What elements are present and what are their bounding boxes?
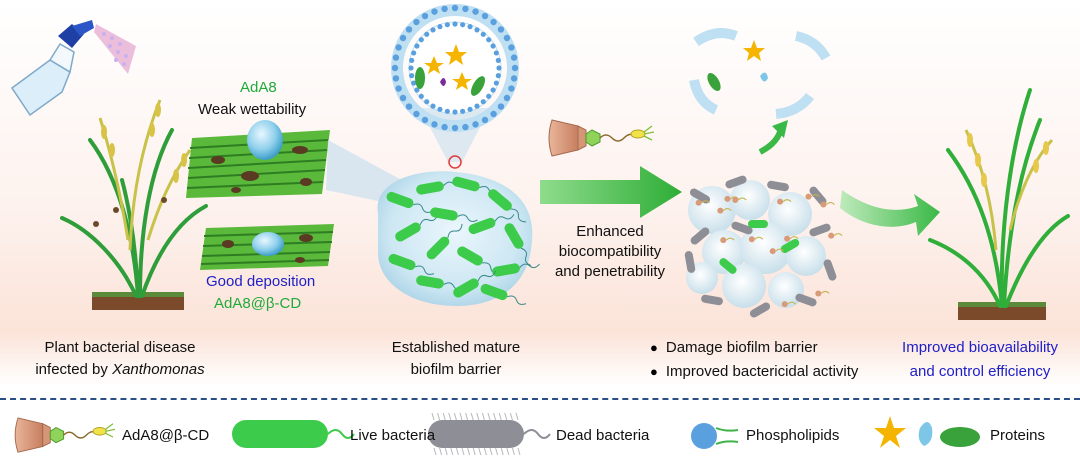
bioavailability-label-2: and control efficiency — [910, 362, 1051, 382]
damage-biofilm-label: Damage biofilm barrier — [650, 338, 818, 358]
enhanced-label-1: Enhanced — [576, 222, 644, 242]
membrane-fragments — [694, 33, 826, 114]
liposome-icon — [392, 5, 518, 131]
biofilm-label-2: biofilm barrier — [411, 360, 502, 380]
biofilm-icon — [377, 171, 540, 308]
legend-divider — [0, 398, 1080, 400]
good-deposition-label: Good deposition — [206, 272, 315, 292]
adA8-title: AdA8 — [240, 78, 277, 98]
dead-bacteria-icon — [428, 413, 550, 455]
leaf-bottom — [200, 224, 334, 270]
live-bacteria-icon — [232, 420, 354, 448]
arrow-icon — [840, 190, 940, 236]
plant-disease-label-1: Plant bacterial disease — [45, 338, 196, 358]
bioavailability-label-1: Improved bioavailability — [902, 338, 1058, 358]
rice-plant-icon — [62, 100, 206, 310]
dead-bacterium — [794, 292, 817, 307]
adA8-bcd-label: AdA8@β-CD — [214, 294, 301, 314]
legend-phospholipids-label: Phospholipids — [746, 426, 839, 446]
legend-dead-bacteria-label: Dead bacteria — [556, 426, 649, 446]
dead-bacterium — [700, 294, 723, 306]
cyclodextrin-icon — [549, 120, 654, 156]
disrupted-biofilm — [684, 174, 842, 318]
protein-icons — [874, 416, 980, 448]
dead-bacterium — [808, 222, 831, 237]
water-droplet-icon — [252, 232, 284, 256]
biofilm-label-1: Established mature — [392, 338, 520, 358]
plant-disease-label-2: infected by Xanthomonas — [35, 360, 204, 380]
live-bacterium — [748, 220, 768, 228]
dead-bacterium — [684, 250, 696, 273]
legend-live-bacteria-label: Live bacteria — [350, 426, 435, 446]
dead-bacterium — [822, 258, 837, 281]
enhanced-label-3: and penetrability — [555, 262, 665, 282]
legend-cd-icon — [15, 418, 115, 452]
water-droplet-icon — [247, 120, 283, 160]
phospholipid-icon — [691, 423, 738, 449]
star-icon — [874, 416, 906, 448]
rice-plant-icon — [930, 90, 1068, 320]
legend-adA8-bcd-label: AdA8@β-CD — [122, 426, 209, 446]
spray-bottle-icon — [12, 20, 136, 115]
legend-proteins-label: Proteins — [990, 426, 1045, 446]
dead-bacterium — [766, 180, 789, 192]
bactericidal-label: Improved bactericidal activity — [650, 362, 858, 382]
weak-wettability-label: Weak wettability — [198, 100, 306, 120]
arrow-icon — [540, 166, 682, 218]
leaf-top — [186, 120, 330, 198]
enhanced-label-2: biocompatibility — [559, 242, 662, 262]
